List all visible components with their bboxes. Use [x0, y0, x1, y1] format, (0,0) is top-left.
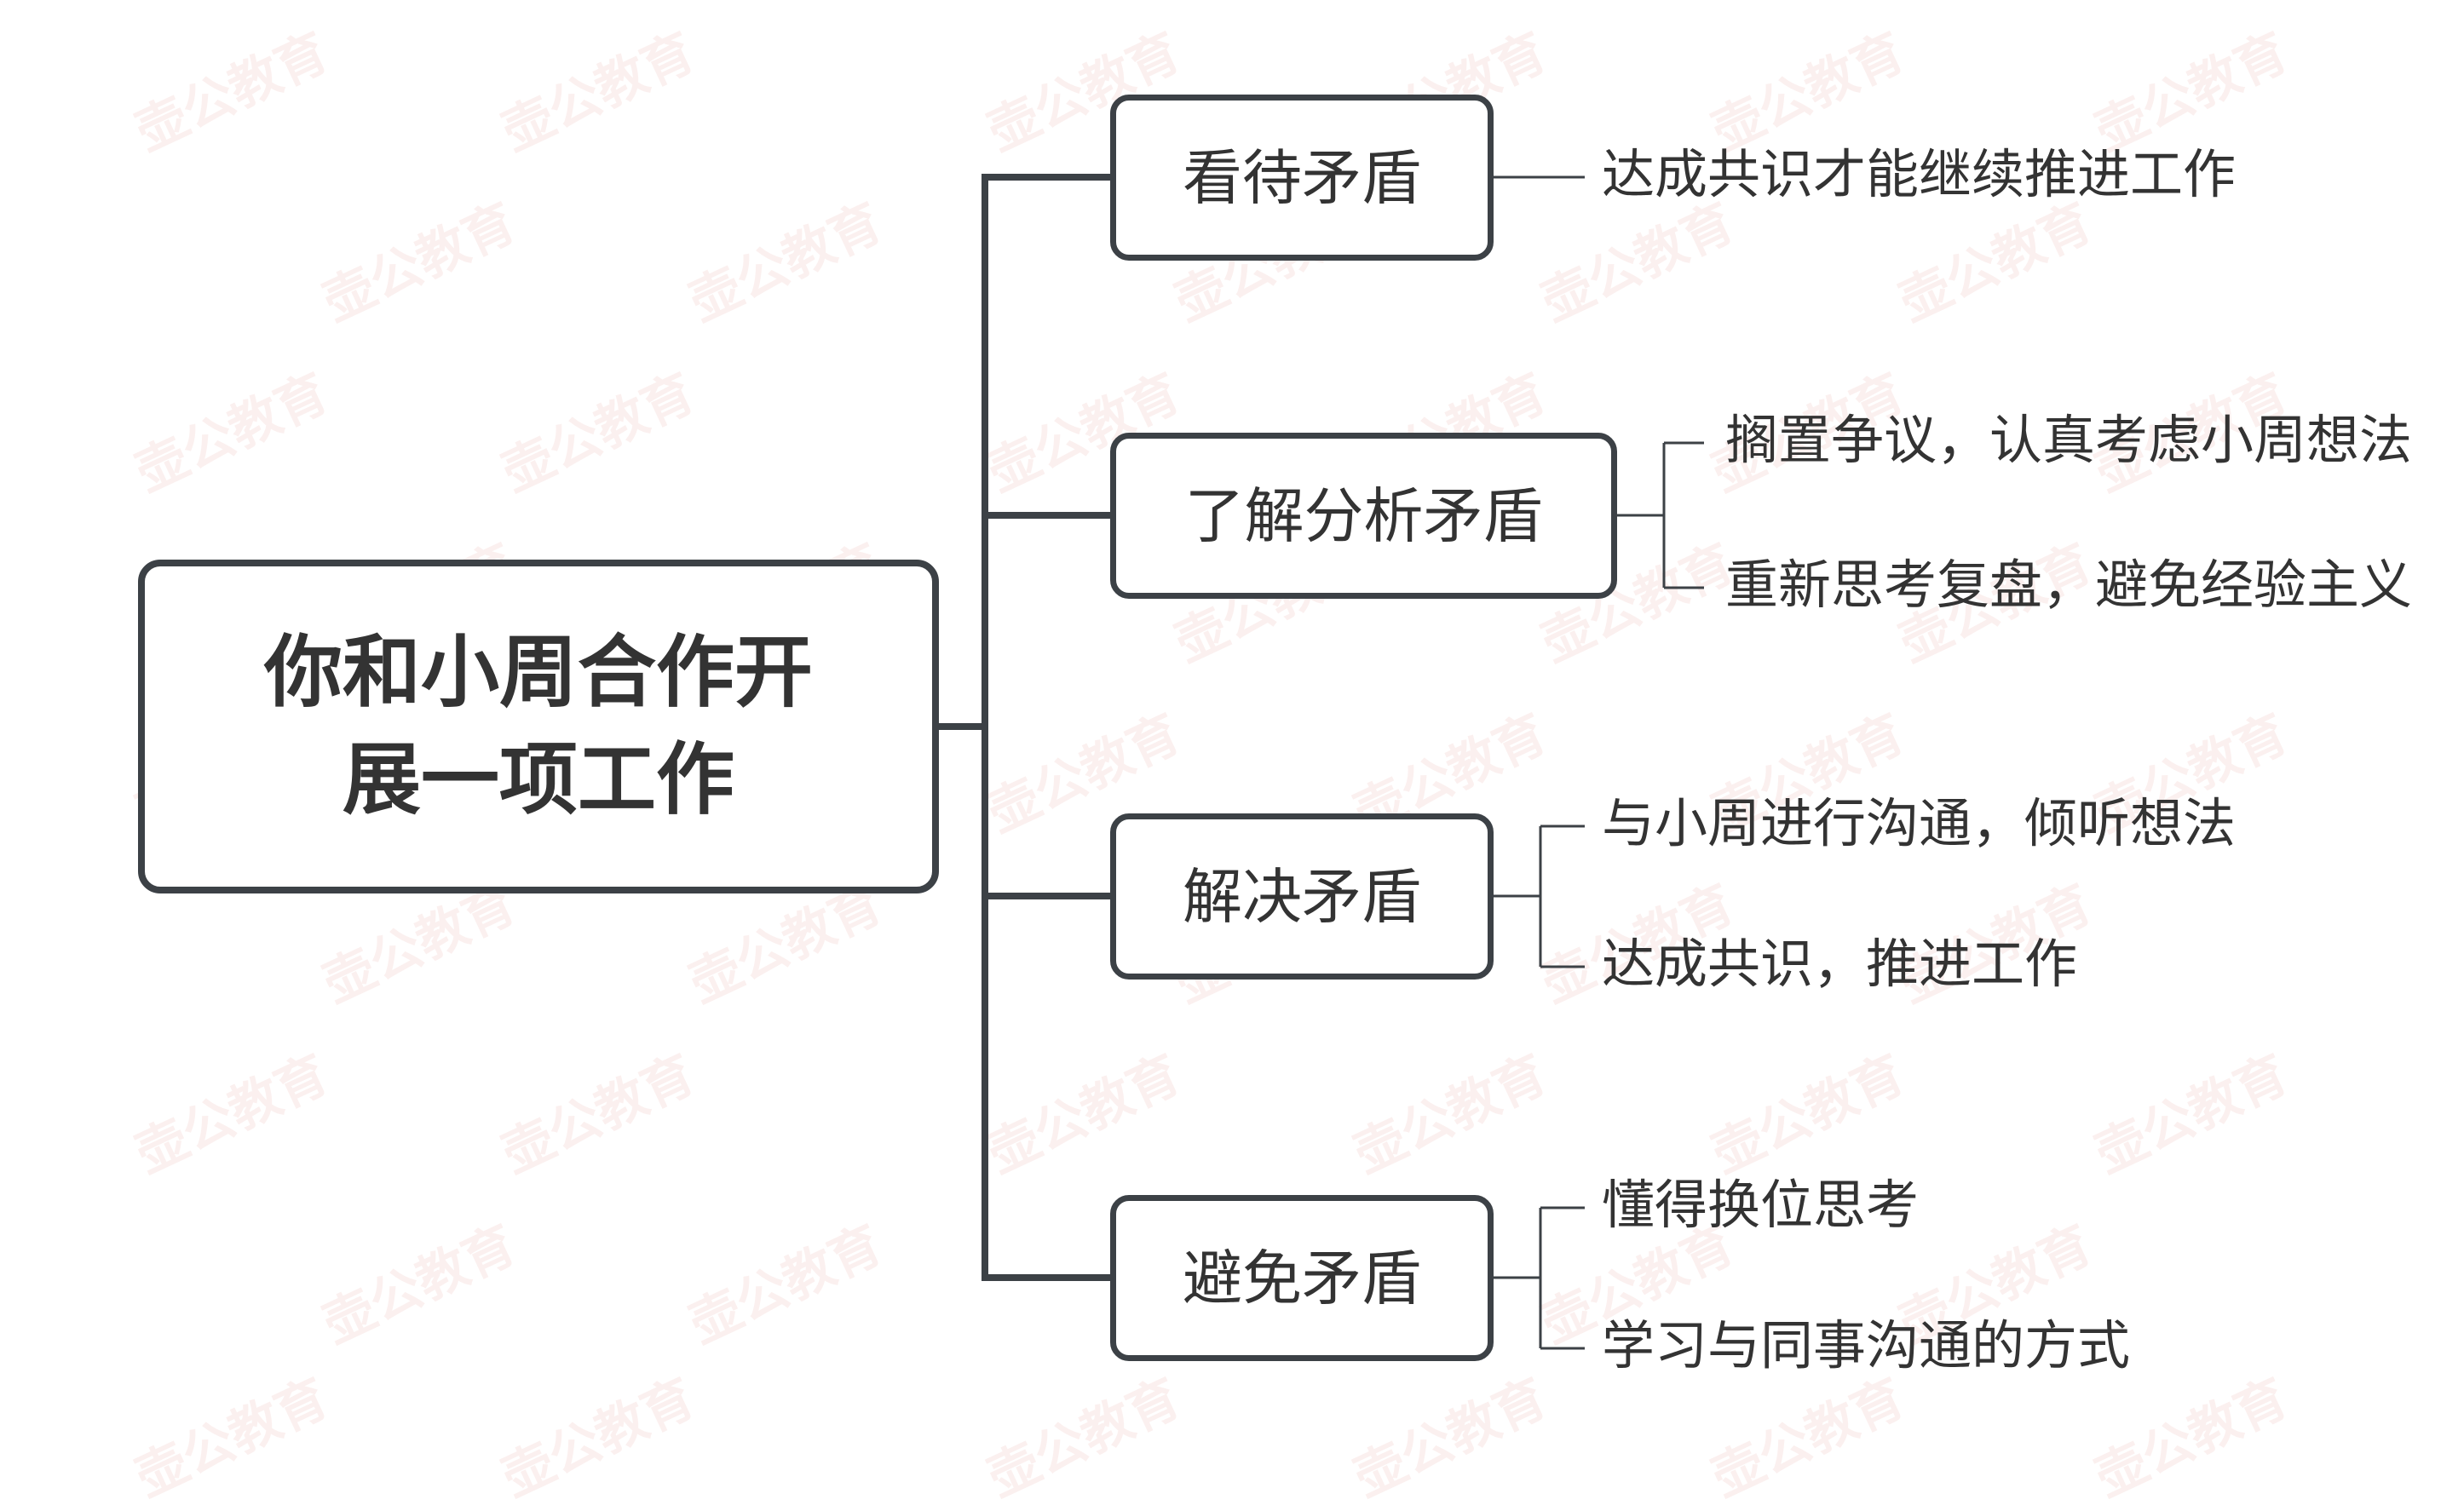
root-label: 你和小周合作开 展一项工作 — [232, 619, 845, 834]
leaf-3-2: 达成共识，推进工作 — [1602, 933, 2078, 995]
leaf-2-2: 重新思考复盘，避免经验主义 — [1725, 554, 2413, 616]
root-label-line-1: 你和小周合作开 — [263, 627, 813, 718]
branch-node-1: 看待矛盾 — [1110, 95, 1494, 261]
leaf-3-1: 与小周进行沟通，倾听想法 — [1602, 792, 2237, 854]
root-label-line-2: 展一项工作 — [342, 734, 734, 825]
branch-node-3: 解决矛盾 — [1110, 813, 1494, 980]
branch-label-3: 解决矛盾 — [1183, 861, 1421, 932]
root-node: 你和小周合作开 展一项工作 — [138, 560, 939, 893]
branch-node-2: 了解分析矛盾 — [1110, 433, 1617, 599]
leaf-4-1: 懂得换位思考 — [1602, 1174, 1920, 1236]
branch-label-4: 避免矛盾 — [1183, 1243, 1421, 1313]
leaf-1-1: 达成共识才能继续推进工作 — [1602, 143, 2237, 205]
branch-node-4: 避免矛盾 — [1110, 1195, 1494, 1361]
branch-label-2: 了解分析矛盾 — [1184, 480, 1543, 551]
leaf-2-1: 搁置争议，认真考虑小周想法 — [1725, 409, 2413, 471]
leaf-4-2: 学习与同事沟通的方式 — [1602, 1314, 2131, 1376]
branch-label-1: 看待矛盾 — [1183, 142, 1421, 213]
